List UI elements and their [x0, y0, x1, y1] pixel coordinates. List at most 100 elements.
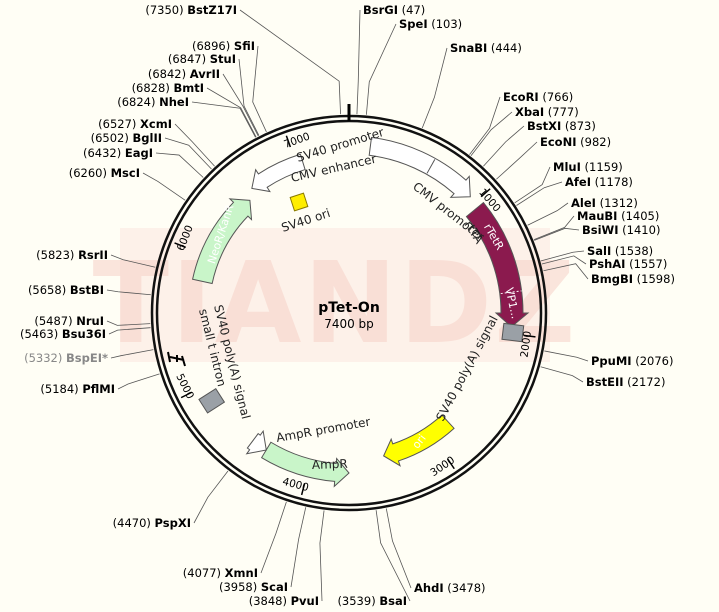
restriction-site-bglii[interactable]: (6502) BglII — [91, 131, 162, 145]
restriction-site-bstxi[interactable]: BstXI (873) — [527, 119, 596, 133]
site-leader-line — [117, 373, 160, 390]
rtetr-arrow[interactable] — [465, 201, 530, 328]
site-leader-line — [222, 73, 259, 137]
restriction-site-scai[interactable]: (3958) ScaI — [219, 580, 288, 594]
sv40-promoter-arrow[interactable] — [251, 153, 306, 193]
site-leader-line — [385, 508, 412, 589]
restriction-site-eagi[interactable]: (6432) EagI — [83, 146, 153, 160]
plasmid-name: pTet-On — [318, 300, 380, 316]
ampr-label: AmpR — [312, 457, 348, 472]
site-leader-line — [496, 141, 538, 180]
site-leader-line — [106, 320, 151, 326]
restriction-site-econi[interactable]: EcoNI (982) — [540, 135, 611, 149]
sv40-polya-left-box[interactable] — [198, 387, 226, 414]
site-leader-line — [164, 137, 212, 170]
restriction-site-ppumi[interactable]: PpuMI (2076) — [591, 354, 673, 368]
neor-kanr-arrow[interactable] — [191, 198, 253, 285]
site-leader-line — [110, 349, 154, 359]
restriction-site-nhei[interactable]: (6824) NheI — [117, 95, 189, 109]
restriction-site-stui[interactable]: (6847) StuI — [168, 52, 236, 66]
site-leader-line — [533, 215, 575, 240]
restriction-site-pflmi[interactable]: (5184) PflMI — [40, 382, 115, 396]
ampr-promoter-arrow[interactable] — [245, 429, 267, 455]
restriction-site-bsu36i[interactable]: (5463) Bsu36I — [20, 327, 106, 341]
restriction-site-maubi[interactable]: MauBI (1405) — [577, 209, 659, 223]
sv40-polya-right-box[interactable] — [501, 322, 525, 343]
restriction-site-sali[interactable]: SalI (1538) — [587, 244, 653, 258]
restriction-site-rsrii[interactable]: (5823) RsrII — [36, 248, 108, 262]
cmv-divider — [426, 159, 436, 174]
restriction-site-xmni[interactable]: (4077) XmnI — [183, 566, 258, 580]
site-leader-line — [108, 327, 151, 335]
sv40-ori-box[interactable] — [289, 192, 309, 212]
site-leader-line — [540, 250, 585, 262]
site-leader-line — [106, 289, 151, 296]
site-leader-line — [252, 45, 267, 133]
site-leader-line — [110, 254, 156, 268]
site-leader-line — [356, 9, 361, 115]
restriction-site-snabi[interactable]: SnaBI (444) — [450, 41, 522, 55]
plasmid-size: 7400 bp — [324, 317, 374, 331]
restriction-site-bsai[interactable]: (3539) BsaI — [337, 594, 407, 608]
restriction-site-ecori[interactable]: EcoRI (766) — [503, 90, 573, 104]
site-leader-line — [260, 501, 287, 574]
restriction-site-xcmi[interactable]: (6527) XcmI — [98, 117, 172, 131]
site-leader-line — [527, 202, 569, 226]
site-leader-line — [514, 166, 551, 204]
site-leader-line — [239, 9, 341, 115]
site-leader-line — [206, 87, 257, 138]
restriction-site-bstbi[interactable]: (5658) BstBI — [28, 283, 104, 297]
site-leader-line — [483, 125, 525, 167]
restriction-site-avrii[interactable]: (6842) AvrII — [148, 67, 220, 81]
site-leader-line — [193, 470, 229, 524]
restriction-site-bmti[interactable]: (6828) BmtI — [132, 81, 204, 95]
restriction-site-spei[interactable]: SpeI (103) — [399, 17, 462, 31]
restriction-site-pvui[interactable]: (3848) PvuI — [249, 594, 319, 608]
site-leader-line — [174, 123, 215, 167]
restriction-site-afei[interactable]: AfeI (1178) — [565, 175, 633, 189]
watermark-band — [120, 228, 550, 362]
restriction-site-pspxi[interactable]: (4470) PspXI — [113, 516, 191, 530]
tick-mark — [174, 242, 186, 249]
ampr-promoter-label: AmpR promoter — [275, 415, 371, 445]
site-leader-line — [469, 96, 501, 155]
restriction-site-xbai[interactable]: XbaI (777) — [515, 105, 579, 119]
ampr-arrow[interactable] — [260, 441, 350, 488]
vp16-label: VP1... — [503, 286, 522, 320]
site-leader-line — [238, 58, 260, 136]
site-leader-line — [155, 152, 204, 178]
site-leader-line — [290, 507, 307, 588]
site-leader-line — [516, 181, 563, 206]
site-leader-line — [319, 510, 325, 602]
tick-mark — [480, 188, 491, 198]
restriction-site-bspei[interactable]: (5332) BspEI* — [24, 351, 108, 365]
restriction-site-bmgbi[interactable]: BmgBI (1598) — [591, 272, 675, 286]
tick-mark — [180, 391, 193, 399]
restriction-site-mlui[interactable]: MluI (1159) — [553, 160, 623, 174]
restriction-site-bsteii[interactable]: BstEII (2172) — [586, 375, 665, 389]
vp16-divider — [500, 290, 522, 295]
ori-arrow[interactable] — [382, 414, 455, 467]
site-leader-line — [544, 350, 589, 362]
restriction-site-pshai[interactable]: PshAI (1557) — [589, 257, 667, 271]
restriction-site-bsrgi[interactable]: BsrGI (47) — [363, 3, 425, 17]
site-leader-line — [142, 172, 186, 201]
tick-mark — [523, 334, 536, 338]
restriction-site-alei[interactable]: AleI (1312) — [571, 196, 638, 210]
restriction-site-bstz17i[interactable]: (7350) BstZ17I — [145, 3, 237, 17]
restriction-site-nrui[interactable]: (5487) NruI — [34, 314, 104, 328]
site-leader-line — [540, 366, 584, 383]
site-leader-line — [541, 255, 587, 265]
restriction-site-bsiwi[interactable]: BsiWI (1410) — [582, 223, 660, 237]
site-leader-line — [375, 510, 411, 602]
site-leader-line — [534, 227, 580, 241]
site-leader-line — [543, 263, 589, 280]
restriction-site-sfii[interactable]: (6896) SfiI — [192, 39, 255, 53]
restriction-site-ahdi[interactable]: AhdI (3478) — [414, 581, 486, 595]
small-t-intron-marker — [167, 351, 186, 367]
cmv-enhancer-arrow[interactable] — [368, 136, 471, 198]
restriction-site-msci[interactable]: (6260) MscI — [69, 166, 140, 180]
tick-label: 2000 — [519, 330, 534, 358]
